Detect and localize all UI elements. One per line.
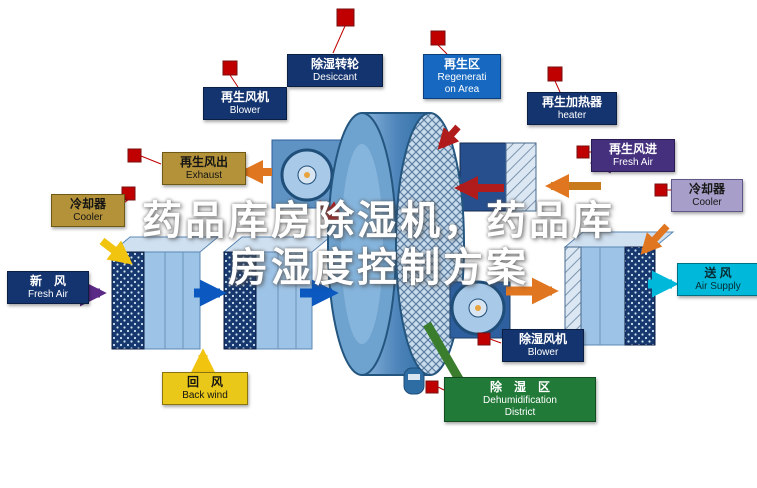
label-regeneration-fresh-air-zh: 再生风进 <box>608 142 657 156</box>
regeneration-area-duct <box>459 142 537 212</box>
label-regeneration-blower-en: Blower <box>229 104 261 116</box>
label-desiccant: 除湿转轮 Desiccant <box>287 54 383 87</box>
label-heater-en: heater <box>557 109 587 121</box>
label-regeneration-area-en2: on Area <box>444 83 480 95</box>
label-dehumidification-district-en2: District <box>504 406 536 418</box>
label-heater-zh: 再生加热器 <box>541 95 602 109</box>
dehumidification-blower-fan <box>449 280 511 339</box>
label-air-supply-zh: 送 风 <box>704 266 732 280</box>
label-back-wind: 回 风 Back wind <box>162 372 248 405</box>
label-dehumidification-blower: 除湿风机 Blower <box>502 329 584 362</box>
pin-icon <box>222 60 239 88</box>
label-dehumidification-blower-zh: 除湿风机 <box>518 332 567 346</box>
ahu-unit-right <box>563 231 675 346</box>
label-desiccant-zh: 除湿转轮 <box>310 57 359 71</box>
label-dehumidification-district: 除 湿 区 Dehumidification District <box>444 377 596 422</box>
title-line-2: 房湿度控制方案 <box>228 246 529 291</box>
label-regeneration-fresh-air-en: Fresh Air <box>612 156 653 168</box>
label-regeneration-area: 再生区 Regenerati on Area <box>423 54 501 99</box>
label-heater: 再生加热器 heater <box>527 92 617 125</box>
label-dehumidification-district-zh: 除 湿 区 <box>489 380 550 394</box>
pin-icon <box>547 66 563 93</box>
label-cooler-right-en: Cooler <box>692 196 722 208</box>
label-desiccant-en: Desiccant <box>313 71 357 83</box>
pin-icon <box>576 145 591 159</box>
pin-icon <box>127 148 162 165</box>
label-fresh-air-zh: 新 风 <box>29 274 66 288</box>
ahu-unit-middle <box>222 236 332 350</box>
label-cooler-left: 冷却器 Cooler <box>51 194 125 227</box>
label-cooler-left-en: Cooler <box>73 211 103 223</box>
label-fresh-air-en: Fresh Air <box>27 288 68 300</box>
pin-markers <box>112 8 671 394</box>
label-cooler-right-zh: 冷却器 <box>688 182 725 196</box>
label-exhaust: 再生风出 Exhaust <box>162 152 246 185</box>
ahu-unit-left <box>110 236 220 350</box>
label-regeneration-blower: 再生风机 Blower <box>203 87 287 120</box>
page-title: 药品库房除湿机，药品库 房湿度控制方案 <box>0 198 757 292</box>
pin-icon <box>332 8 355 54</box>
label-regeneration-area-zh: 再生区 <box>443 57 480 71</box>
label-exhaust-zh: 再生风出 <box>179 155 228 169</box>
title-line-1: 药品库房除湿机，药品库 <box>142 199 615 243</box>
flow-arrows <box>76 124 679 389</box>
label-cooler-right: 冷却器 Cooler <box>671 179 743 212</box>
label-fresh-air: 新 风 Fresh Air <box>7 271 89 304</box>
label-regeneration-area-en1: Regenerati <box>437 71 487 83</box>
label-exhaust-en: Exhaust <box>185 169 223 181</box>
desiccant-rotor-wheel <box>327 112 465 395</box>
label-air-supply: 送 风 Air Supply <box>677 263 757 296</box>
pin-icon <box>425 380 445 394</box>
label-back-wind-en: Back wind <box>182 389 228 401</box>
label-regeneration-blower-zh: 再生风机 <box>220 90 269 104</box>
pin-icon <box>654 183 671 197</box>
label-dehumidification-district-en1: Dehumidification <box>483 394 557 406</box>
label-regeneration-fresh-air: 再生风进 Fresh Air <box>591 139 675 172</box>
pin-icon <box>430 30 448 55</box>
label-air-supply-en: Air Supply <box>695 280 741 292</box>
pin-icon <box>477 332 502 346</box>
label-cooler-left-zh: 冷却器 <box>69 197 106 211</box>
label-dehumidification-blower-en: Blower <box>527 346 559 358</box>
label-back-wind-zh: 回 风 <box>186 375 223 389</box>
